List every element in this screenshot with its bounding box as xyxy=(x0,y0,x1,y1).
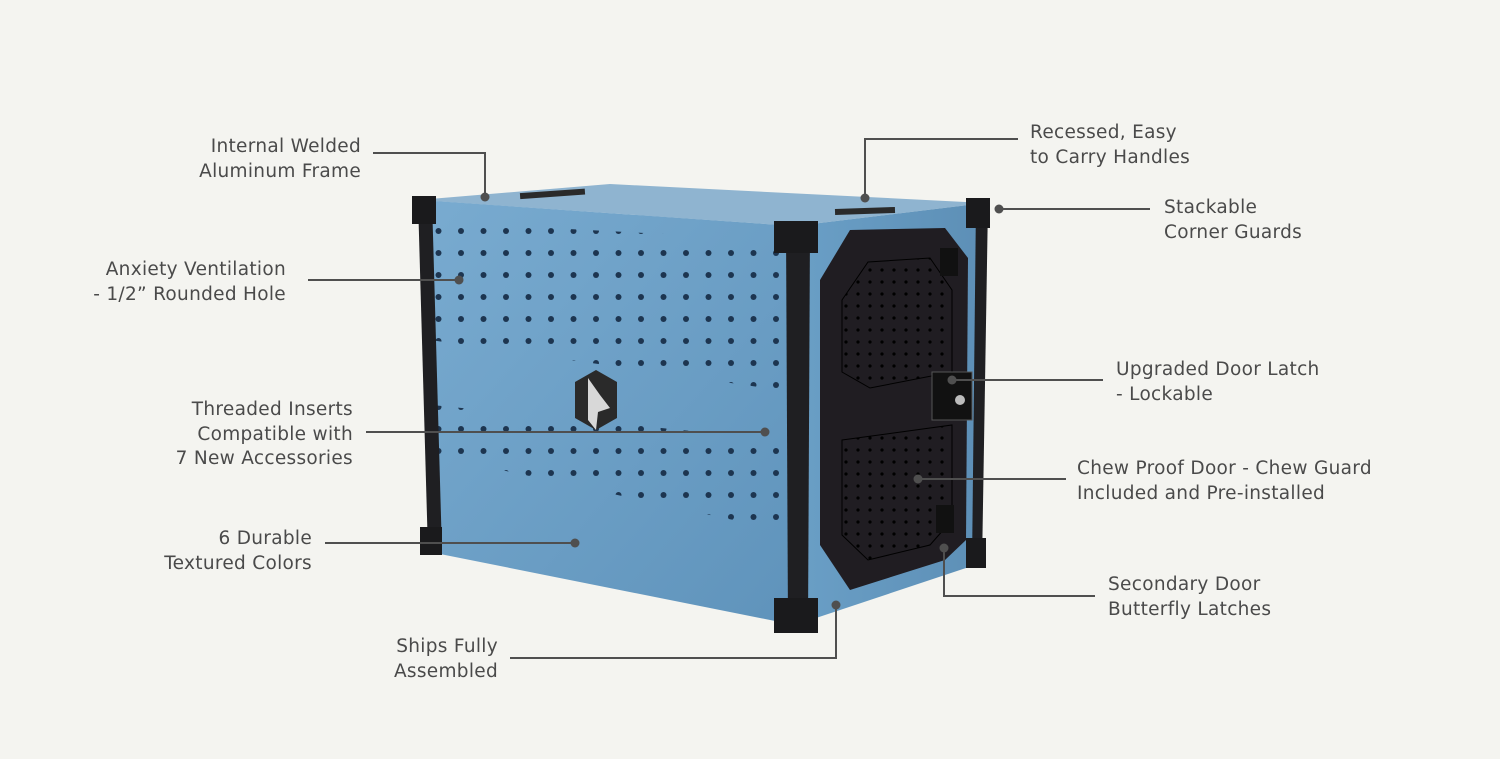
callout-line: Upgraded Door Latch xyxy=(1116,359,1320,380)
leader-dots xyxy=(454,192,1004,610)
corner-guard xyxy=(966,198,990,228)
dot xyxy=(994,204,1004,214)
callout-line: 7 New Accessories xyxy=(175,448,353,469)
callout-frame: Internal Welded Aluminum Frame xyxy=(199,135,361,184)
callout-colors: 6 Durable Textured Colors xyxy=(164,527,312,576)
handle-icon xyxy=(834,206,896,216)
callout-line: Corner Guards xyxy=(1164,221,1303,243)
dot xyxy=(939,543,949,553)
dot xyxy=(831,600,841,610)
corner-guard xyxy=(412,196,436,224)
callout-line: to Carry Handles xyxy=(1030,146,1191,168)
callout-latch: Upgraded Door Latch - Lockable xyxy=(1116,358,1320,407)
corner-guard xyxy=(774,598,818,633)
dot xyxy=(760,427,770,437)
leader-butterfly xyxy=(943,548,1095,597)
callout-ventilation: Anxiety Ventilation - 1/2” Rounded Hole xyxy=(93,258,286,307)
dot xyxy=(913,474,923,484)
callout-line: Stackable xyxy=(1164,197,1258,218)
callout-line: Aluminum Frame xyxy=(199,160,361,182)
callout-line: Compatible with xyxy=(197,423,353,445)
callout-line: Threaded Inserts xyxy=(191,399,353,420)
callout-line: Recessed, Easy xyxy=(1030,122,1177,143)
leader-frame xyxy=(373,152,486,197)
frame-post xyxy=(786,228,810,625)
door-vent-upper xyxy=(841,257,953,389)
corner-guard xyxy=(774,221,818,253)
leader-assembled xyxy=(510,605,837,659)
butterfly-latch xyxy=(936,505,954,533)
callout-line: Internal Welded xyxy=(210,136,361,157)
door-vent-lower xyxy=(841,424,953,561)
callout-line: Butterfly Latches xyxy=(1108,598,1272,620)
callout-line: Ships Fully xyxy=(396,636,498,657)
callout-line: Included and Pre-installed xyxy=(1077,482,1326,504)
dot xyxy=(860,193,870,203)
dot xyxy=(454,275,464,285)
leader-handles xyxy=(864,138,1018,198)
handle-icon xyxy=(519,188,586,200)
callout-inserts: Threaded Inserts Compatible with 7 New A… xyxy=(176,398,353,472)
callout-line: Anxiety Ventilation xyxy=(105,259,286,280)
ventilation-holes-lower xyxy=(432,405,780,530)
dot xyxy=(570,538,580,548)
callout-corners: Stackable Corner Guards xyxy=(1164,196,1302,245)
butterfly-latch xyxy=(940,248,958,276)
callout-line: 6 Durable xyxy=(218,528,312,549)
dot xyxy=(480,192,490,202)
callout-line: Secondary Door xyxy=(1108,574,1261,595)
dot xyxy=(947,375,957,385)
callout-door: Chew Proof Door - Chew Guard Included an… xyxy=(1077,457,1372,506)
callout-butterfly: Secondary Door Butterfly Latches xyxy=(1108,573,1271,622)
wolf-head-icon xyxy=(588,378,610,430)
lock-icon xyxy=(955,395,965,405)
callout-line: - 1/2” Rounded Hole xyxy=(93,283,286,305)
corner-guard xyxy=(420,527,442,555)
callout-line: Assembled xyxy=(393,660,498,682)
frame-post xyxy=(418,200,442,552)
corner-guard xyxy=(966,538,986,568)
ventilation-holes-upper xyxy=(430,222,780,390)
callout-line: Textured Colors xyxy=(164,552,312,574)
callout-line: Chew Proof Door - Chew Guard xyxy=(1077,458,1372,479)
frame-post xyxy=(972,203,988,565)
leader-lines xyxy=(308,138,1150,659)
callout-line: - Lockable xyxy=(1116,383,1214,405)
callout-assembled: Ships Fully Assembled xyxy=(394,635,498,684)
callout-handles: Recessed, Easy to Carry Handles xyxy=(1030,121,1190,170)
